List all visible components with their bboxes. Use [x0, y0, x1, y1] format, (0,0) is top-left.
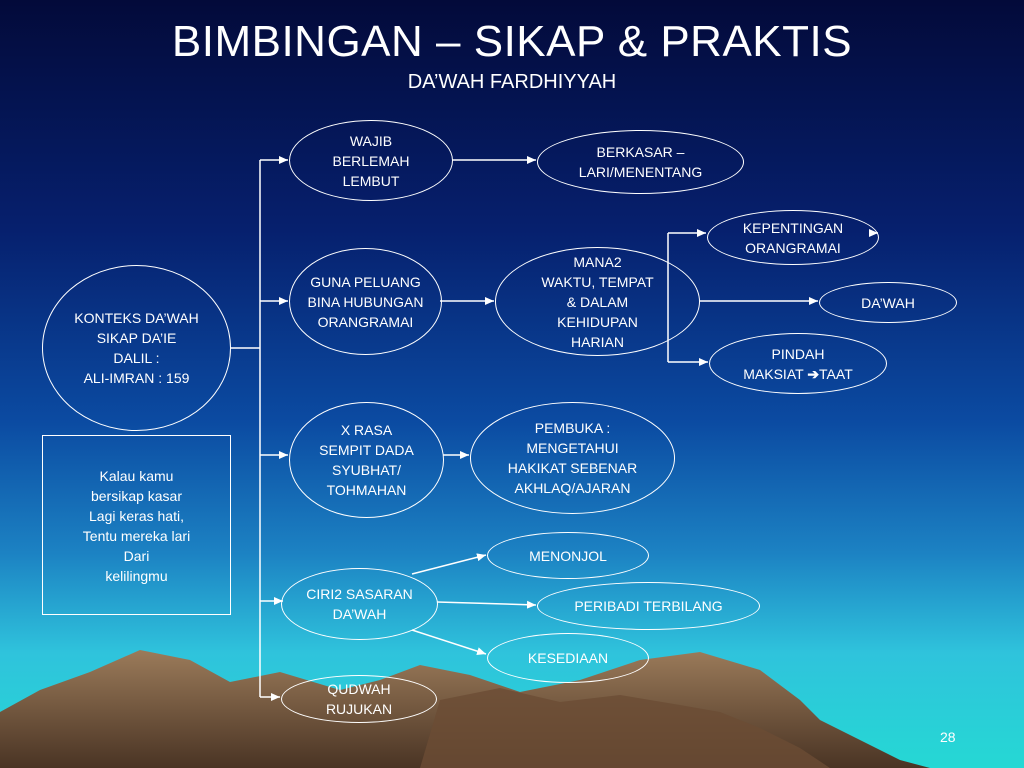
arrow-to-kesediaan	[411, 629, 487, 656]
node-peribadi-terbilang: PERIBADI TERBILANG	[537, 582, 760, 630]
node-ciri2-sasaran: CIRI2 SASARAN DA’WAH	[281, 568, 438, 640]
node-pembuka: PEMBUKA : MENGETAHUI HAKIKAT SEBENAR AKH…	[470, 402, 675, 514]
node-konteks-dawah: KONTEKS DA’WAH SIKAP DA’IE DALIL : ALI-I…	[42, 265, 231, 431]
node-x-rasa-sempit-dada: X RASA SEMPIT DADA SYUBHAT/ TOHMAHAN	[289, 402, 444, 518]
node-guna-peluang: GUNA PELUANG BINA HUBUNGAN ORANGRAMAI	[289, 248, 442, 355]
node-pindah-maksiat-taat: PINDAH MAKSIAT ➔TAAT	[709, 333, 887, 394]
node-berkasar: BERKASAR – LARI/MENENTANG	[537, 130, 744, 194]
node-kesediaan: KESEDIAAN	[487, 633, 649, 683]
arrow-to-menonjol	[411, 553, 487, 575]
quote-box: Kalau kamu bersikap kasar Lagi keras hat…	[42, 435, 231, 615]
node-mana2: MANA2 WAKTU, TEMPAT & DALAM KEHIDUPAN HA…	[495, 247, 700, 356]
node-wajib-berlemah-lembut: WAJIB BERLEMAH LEMBUT	[289, 120, 453, 201]
node-kepentingan-orangramai: KEPENTINGAN ORANGRAMAI	[707, 210, 879, 265]
slide-subtitle: DA’WAH FARDHIYYAH	[407, 71, 617, 93]
node-menonjol: MENONJOL	[487, 532, 649, 579]
node-dawah: DA’WAH	[819, 282, 957, 323]
page-number: 28	[940, 729, 956, 745]
pindah-label: PINDAH MAKSIAT	[743, 345, 825, 382]
taat-label: TAAT	[819, 365, 853, 382]
node-qudwah-rujukan: QUDWAH RUJUKAN	[281, 675, 437, 723]
slide-title: BIMBINGAN – SIKAP & PRAKTIS	[171, 17, 853, 66]
arrow-right-icon: ➔	[807, 365, 820, 382]
arrow-to-peribadi	[436, 600, 537, 609]
